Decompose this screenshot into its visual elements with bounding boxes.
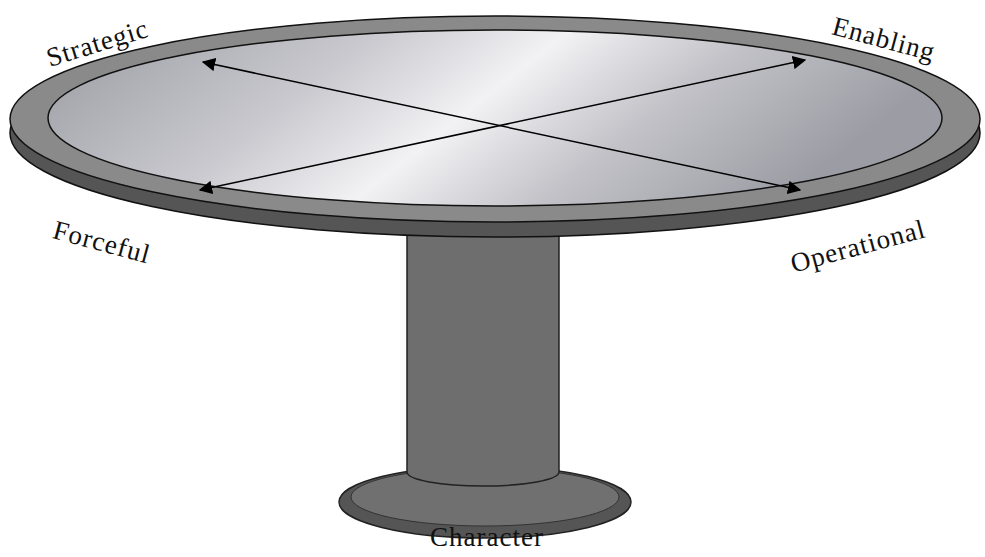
rim-label: Enabling xyxy=(829,12,939,68)
table-surface xyxy=(48,30,942,206)
rim-label: Strategic xyxy=(42,14,151,73)
rim-label: Operational xyxy=(787,215,928,280)
table-rim xyxy=(10,16,980,222)
base-label: Character xyxy=(430,523,544,553)
rim-label: Forceful xyxy=(50,216,154,270)
double-arrow xyxy=(200,60,805,190)
table-edge xyxy=(10,29,980,237)
table-stem xyxy=(407,230,559,486)
